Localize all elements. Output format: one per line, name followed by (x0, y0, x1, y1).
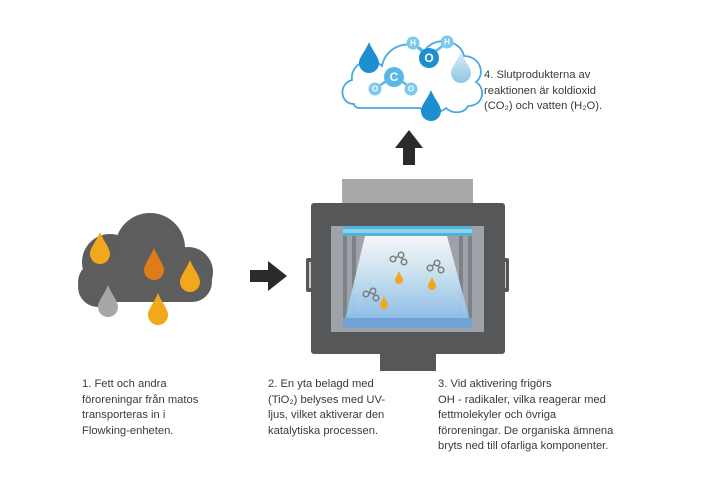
step-text: En yta belagd med (TiO₂) belyses med UV-… (268, 378, 386, 437)
step-text: Vid aktivering frigörs OH - radikaler, v… (438, 378, 614, 452)
co2-oxygen-right: O (408, 85, 414, 94)
flowking-unit-icon (306, 179, 509, 371)
water-drop-icon (144, 248, 164, 280)
co2-carbon: C (390, 70, 399, 84)
step-number: 2. (268, 378, 278, 390)
step-text: Fett och andra föroreningar från matos t… (82, 378, 199, 437)
arrow-right-icon (250, 261, 287, 291)
water-drop-icon (359, 42, 379, 73)
h2o-hydrogen-left: H (410, 39, 416, 48)
water-drop-icon (421, 90, 441, 121)
water-drop-icon (451, 52, 471, 83)
step-3-caption: 3. Vid aktivering frigörs OH - radikaler… (438, 377, 658, 455)
step-2-caption: 2. En yta belagd med (TiO₂) belyses med … (268, 377, 418, 439)
product-cloud-icon: H H O O O C (341, 35, 483, 121)
water-drop-icon (98, 285, 118, 317)
water-drop-icon (148, 293, 168, 325)
arrow-up-icon (395, 130, 423, 165)
step-number: 1. (82, 378, 92, 390)
h2o-oxygen: O (424, 51, 433, 65)
step-4-caption: 4. Slutprodukterna av reaktionen är kold… (484, 68, 684, 115)
water-drop-icon (180, 260, 200, 292)
h2o-hydrogen-right: H (444, 38, 450, 47)
step-number: 4. (484, 69, 494, 81)
step-number: 3. (438, 378, 448, 390)
h2o-molecule: H H O (406, 35, 454, 68)
pollution-cloud-icon (78, 213, 213, 325)
step-1-caption: 1. Fett och andra föroreningar från mato… (82, 377, 232, 439)
co2-oxygen-left: O (372, 85, 378, 94)
step-text: Slutprodukterna av reaktionen är koldiox… (484, 69, 603, 112)
co2-molecule: O O C (368, 67, 418, 96)
water-drop-icon (90, 232, 110, 264)
